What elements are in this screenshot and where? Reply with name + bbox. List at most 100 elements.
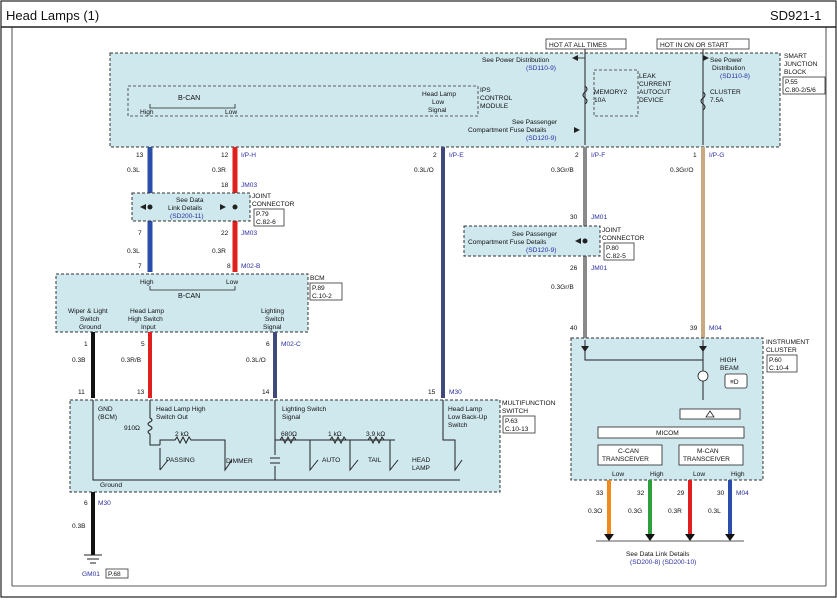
pin-8: 8	[227, 263, 231, 270]
pass-arrow	[574, 127, 580, 133]
ground-symbol	[84, 554, 102, 564]
mfs-name-2: SWITCH	[502, 408, 528, 415]
pin-5: 5	[141, 341, 145, 348]
arrow-mcan-high	[725, 534, 735, 541]
wire-03l-top: 0.3L	[127, 167, 140, 174]
ccan-box	[597, 444, 663, 466]
hot-all-tag	[545, 38, 627, 50]
j1-ref-2: C.82-6	[256, 219, 276, 226]
gnd-ref: P.68	[108, 571, 121, 578]
fuse-memory-name: MEMORY2	[594, 89, 628, 96]
mcan-box	[678, 444, 744, 466]
pin-2-ipe: 2	[433, 152, 437, 159]
ic-wire-03r: 0.3R	[668, 508, 682, 515]
wire-03lo-top: 0.3L/O	[414, 167, 434, 174]
mcan-low: Low	[693, 471, 705, 478]
mfs-lss-1: Lighting Switch	[282, 406, 327, 413]
arrow-ccan-high	[645, 534, 655, 541]
ccan-low: Low	[612, 471, 624, 478]
bcm-bcan: B-CAN	[178, 291, 200, 300]
ic-beam-1: HIGH	[720, 357, 737, 364]
mfs-light-switches	[309, 440, 399, 472]
r-680: 680Ω	[281, 431, 297, 438]
j1-name-1: JOINT	[252, 193, 271, 200]
sjb-ref-box	[782, 76, 826, 95]
pin-6: 6	[266, 341, 270, 348]
j1-ref-box	[253, 208, 285, 227]
j2-conn-jm01: JM01	[591, 214, 607, 221]
j2-name-2: CONNECTOR	[602, 235, 645, 242]
mcan-2: TRANSCEIVER	[683, 456, 730, 463]
mfs-hlhigh-2: Switch Out	[156, 414, 188, 421]
ic-pin-29: 29	[677, 490, 685, 497]
sjb-low: Low	[225, 109, 237, 116]
leak-2: CURRENT	[639, 81, 671, 88]
bcm-high: High	[140, 279, 154, 286]
bcm-hlhigh-2: High Switch	[128, 316, 163, 323]
leak-3: AUTOCUT	[639, 89, 671, 96]
conn-ip-e: I/P-E	[449, 152, 464, 159]
bcan-bracket	[149, 104, 236, 109]
sjb-bcan: B-CAN	[178, 93, 200, 102]
leak-4: DEVICE	[639, 97, 664, 104]
mfs-hlhigh-1: Head Lamp High	[156, 406, 206, 413]
j2-pin-30: 30	[570, 214, 578, 221]
ic-pin-30: 30	[717, 490, 725, 497]
j1-arrow-right	[220, 204, 226, 210]
ic-ref-1: P.60	[769, 357, 782, 364]
conn-jm03-top: JM03	[241, 182, 257, 189]
multifunction-switch	[69, 399, 501, 493]
fuse-cluster-rating: 7.5A	[710, 97, 724, 104]
j2-pin-26: 26	[570, 265, 578, 272]
mcan-1: M-CAN	[697, 448, 719, 455]
smart-junction-block	[109, 52, 781, 148]
mfs-backup-3: Switch	[448, 422, 468, 429]
mfs-backup-1: Head Lamp	[448, 406, 482, 413]
mfs-gnd-1: GND	[98, 406, 113, 413]
mfs-lss-2: Signal	[282, 414, 301, 421]
sjb-name-2: JUNCTION	[784, 61, 818, 68]
j2-ref-box	[603, 242, 635, 261]
bcm-hlhigh-3: Input	[141, 324, 156, 331]
bcm-bcan-bracket	[149, 286, 236, 291]
ic-conn-m04: M04	[709, 325, 722, 332]
hl-signal-2: Low	[432, 99, 444, 106]
j1-arrow-left	[140, 204, 146, 210]
pin-7: 7	[138, 230, 142, 237]
ic-ref-box	[766, 354, 798, 373]
power-left-2: (SD110-9)	[526, 65, 556, 72]
ic-driver-triangle	[705, 410, 715, 418]
sjb-high: High	[140, 109, 154, 116]
pin-1: 1	[84, 341, 88, 348]
j1-details-1: See Data	[176, 197, 204, 204]
ic-wire-03l: 0.3L	[708, 508, 721, 515]
ic-arrow-left	[581, 346, 589, 352]
ic-driver-box	[679, 408, 741, 420]
sw-passing: PASSING	[166, 457, 195, 464]
gnd-conn-m30: M30	[98, 500, 111, 507]
leak-device-box	[593, 69, 639, 117]
bcm-ref-2: C.10-2	[312, 293, 332, 300]
conn-m02c: M02-C	[281, 341, 301, 348]
micom-label: MICOM	[656, 430, 679, 437]
gnd-wire-03b: 0.3B	[72, 523, 86, 530]
j2-node	[582, 238, 588, 244]
conn-jm03-mid: JM03	[241, 230, 257, 237]
ic-wire-03o: 0.3O	[588, 508, 602, 515]
memory-fuse-symbol	[582, 85, 588, 105]
ic-pin-40: 40	[570, 325, 578, 332]
ic-ref-2: C.10-4	[769, 365, 789, 372]
ic-name-1: INSTRUMENT	[766, 339, 809, 346]
hot-all-label: HOT AT ALL TIMES	[549, 42, 608, 49]
j1-name-2: CONNECTOR	[252, 201, 295, 208]
bcm-wiper-2: Switch	[80, 316, 100, 323]
mfs-ref-box	[502, 415, 536, 434]
sw-auto: AUTO	[322, 457, 340, 464]
mfs-ref-1: P.63	[505, 418, 518, 425]
bcm-name: BCM	[310, 275, 325, 282]
j2-details-1: See Passenger	[512, 231, 558, 238]
power-left-arrow	[572, 55, 578, 61]
hot-on-label: HOT IN ON OR START	[660, 42, 729, 49]
wire-03grb-top: 0.3Gr/B	[551, 167, 574, 174]
